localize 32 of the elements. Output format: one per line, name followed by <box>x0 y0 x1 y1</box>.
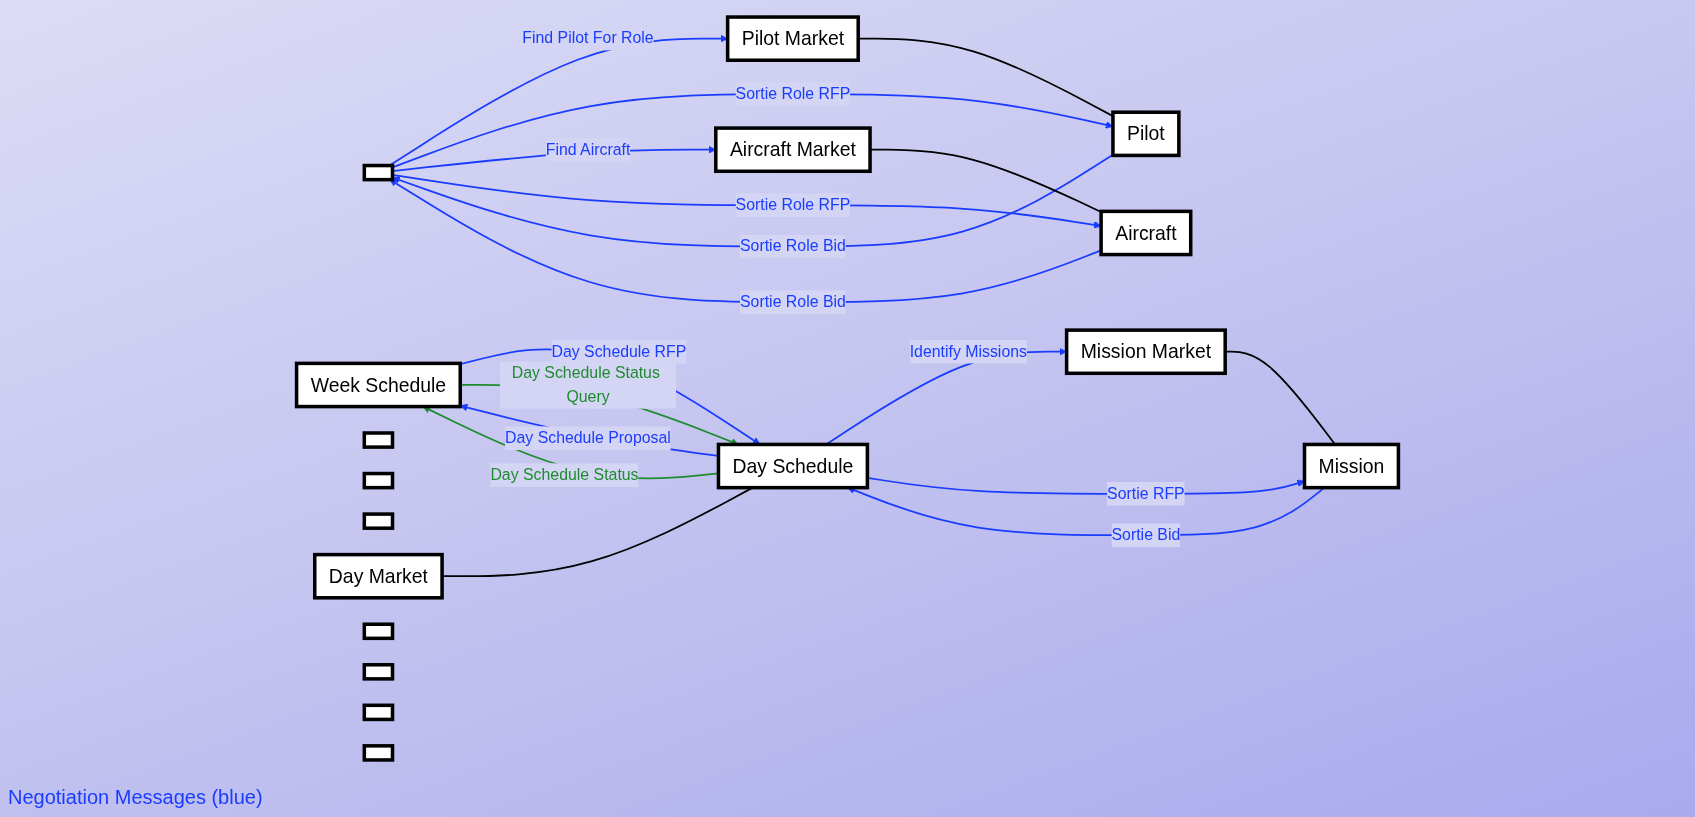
node-box: Aircraft <box>1099 209 1193 257</box>
arrow <box>392 153 1114 248</box>
note-text: Negotiation Messages (blue) <box>8 786 263 809</box>
node-box <box>362 512 395 530</box>
node-box <box>362 163 395 182</box>
edge-label: Sortie RFP <box>1107 484 1185 503</box>
node-box <box>362 703 395 722</box>
node-box: Aircraft Market <box>714 126 872 174</box>
node-box <box>362 431 395 449</box>
edge-label: Day Schedule Status Query <box>511 363 660 406</box>
edge-label: Find Aircraft <box>545 140 631 159</box>
node-box: Day Market <box>313 552 444 600</box>
node-box <box>362 744 395 762</box>
edge-label: Sortie Role Bid <box>740 237 846 255</box>
edge-label: Find Pilot For Role <box>522 29 654 48</box>
node-box: Mission <box>1302 442 1401 490</box>
node-box: Week Schedule <box>294 361 462 409</box>
node-box: Day Schedule <box>716 442 870 490</box>
edge-label: Day Schedule RFP <box>551 342 687 361</box>
node-box <box>362 663 395 681</box>
edge-label: Sortie Bid <box>1111 525 1181 544</box>
node-box <box>362 622 395 641</box>
edge-label: Identify Missions <box>909 342 1027 361</box>
node-box: Mission Market <box>1064 328 1227 376</box>
edge-label: Sortie Role RFP <box>735 84 851 103</box>
edge-label: Day Schedule Status <box>490 465 639 484</box>
edge-label: Sortie Role Bid <box>740 292 846 311</box>
node-box: Pilot <box>1111 110 1181 158</box>
node-box: Pilot Market <box>725 15 860 62</box>
edge-label: Sortie Role RFP <box>735 195 851 214</box>
node-box <box>362 471 395 490</box>
edge-label: Day Schedule Proposal <box>505 429 671 447</box>
